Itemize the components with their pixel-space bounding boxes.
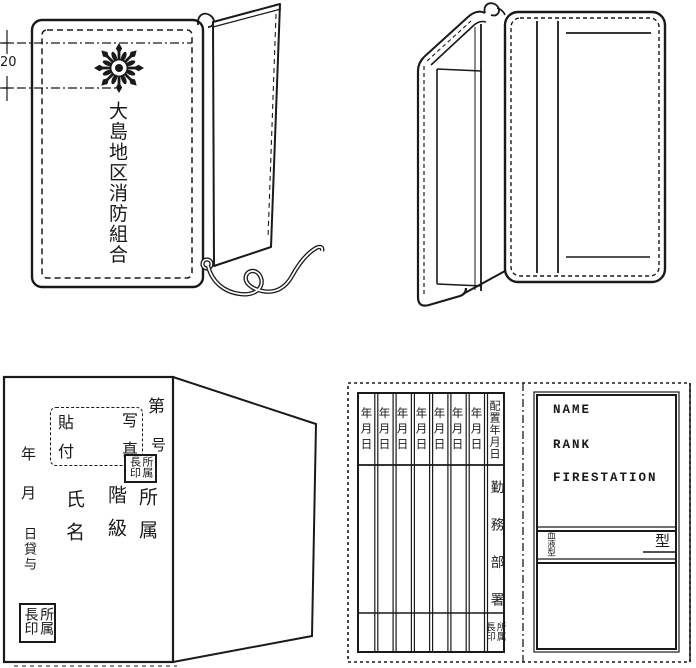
table-seal-text: 所属長印 (484, 621, 506, 641)
info-panel (533, 391, 680, 653)
date-table (357, 392, 505, 653)
date-column-header-4: 年月日 (414, 407, 429, 454)
cover-title: 大島地区消防組合 (106, 101, 128, 265)
open-case-drawing (416, 2, 667, 307)
year-label: 年 (21, 445, 37, 463)
date-column-header-3: 年月日 (395, 407, 410, 454)
assignment-date-header: 配置年月日 (488, 400, 501, 460)
date-column-header-5: 年月日 (432, 407, 447, 454)
photo-stamp-text: 所属長印 (128, 456, 154, 478)
open-flap (416, 2, 506, 307)
number-prefix-label: 第 (148, 397, 165, 417)
dimension-label: 20 (0, 55, 17, 70)
card-inside-spread-drawing (347, 382, 691, 663)
duty-section-header: 勤務部署 (487, 480, 504, 630)
panel-station-label: FIRESTATION (553, 471, 658, 485)
photo-attach-label: 貼付 (55, 414, 74, 472)
card-perspective-edges (172, 376, 318, 663)
neck-cord-icon (200, 244, 325, 297)
blood-type-label: 血液型 (545, 531, 556, 557)
panel-rank-label: RANK (553, 438, 592, 452)
panel-name-label: NAME (553, 403, 592, 417)
dimension-lines (0, 30, 192, 101)
date-column-header-2: 年月日 (377, 407, 392, 454)
open-right-panel (503, 10, 667, 284)
photo-stamp-box: 所属長印 (124, 454, 157, 483)
corner-stamp-box: 所属長印 (19, 603, 56, 643)
name-label: 氏名 (63, 489, 85, 555)
day-lend-label: 日貸与 (21, 527, 36, 572)
front-cover (30, 18, 205, 289)
closed-case-drawing (0, 3, 325, 297)
date-column-header-6: 年月日 (450, 407, 465, 454)
month-label: 月 (21, 484, 37, 502)
corner-stamp-text: 所属長印 (22, 607, 55, 635)
fire-emblem-icon (94, 43, 144, 93)
number-suffix-label: 号 (151, 436, 167, 454)
photo-area-box (50, 407, 143, 466)
date-column-header-7: 年月日 (469, 407, 484, 454)
cover-stitch-border (41, 29, 193, 279)
spine-and-back-cover (197, 3, 282, 267)
affiliation-label: 所属 (136, 487, 158, 553)
blood-type-suffix: 型 (655, 532, 671, 550)
date-column-header-1: 年月日 (359, 407, 374, 454)
rank-label: 階級 (105, 485, 127, 551)
table-seal-cell: 所属長印 (483, 620, 506, 645)
